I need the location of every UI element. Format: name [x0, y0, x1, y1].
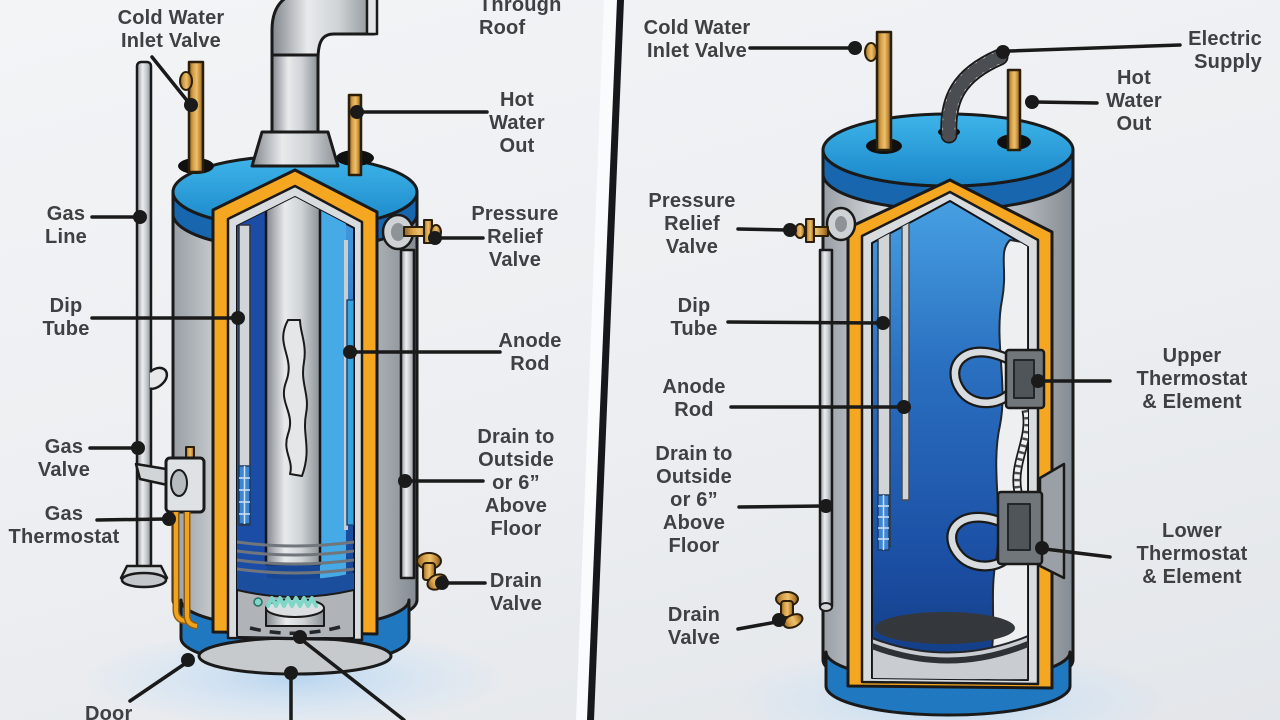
leader-dot	[1035, 541, 1049, 555]
leader-line	[737, 504, 825, 509]
leader-dot	[848, 41, 862, 55]
leader-dot	[435, 576, 449, 590]
gas-water-heater-illustration	[83, 0, 507, 720]
leader-dot	[284, 666, 298, 680]
discharge-pipe	[399, 248, 416, 580]
gas-line-pipe	[119, 60, 169, 589]
thermostat-wire	[1014, 409, 1028, 493]
leader-line	[150, 55, 191, 105]
leader-lines-layer	[88, 41, 1182, 720]
pressure-relief-valve	[794, 206, 857, 243]
lower-thermostat	[996, 490, 1044, 566]
leader-dot	[184, 98, 198, 112]
drain-valve	[775, 591, 804, 629]
panel-divider	[587, 0, 624, 720]
cold-water-pipe	[187, 60, 205, 174]
leader-dot	[181, 653, 195, 667]
flue-baffle	[282, 319, 308, 477]
electric-water-heater-illustration	[732, 30, 1168, 720]
cold-water-pipe	[875, 30, 893, 152]
leader-dot	[293, 630, 307, 644]
leader-dot	[819, 499, 833, 513]
label-door: Door	[85, 703, 133, 720]
gas-thermostat-tube	[185, 512, 198, 628]
leader-line	[1033, 100, 1099, 105]
leader-dot	[996, 45, 1010, 59]
leader-line	[300, 638, 406, 720]
leader-dot	[876, 316, 890, 330]
burner-flame	[266, 596, 318, 608]
draft-hood	[250, 130, 340, 168]
cold-water-valve-knob	[179, 71, 193, 91]
leader-line	[95, 517, 168, 522]
leader-dot	[162, 512, 176, 526]
panel-divider-highlight	[576, 0, 617, 720]
leader-line	[726, 320, 882, 325]
leader-dot	[1025, 95, 1039, 109]
cold-water-valve-knob	[864, 42, 878, 62]
leader-dot	[1031, 374, 1045, 388]
leader-dot	[428, 231, 442, 245]
anode-rod	[346, 299, 354, 526]
lower-heating-element	[948, 513, 1014, 570]
pipe-bracket	[149, 366, 169, 390]
leader-line	[128, 661, 188, 703]
leader-dot	[131, 441, 145, 455]
heat-fins	[237, 540, 354, 575]
upper-thermostat	[1004, 348, 1046, 410]
vent-pipe	[250, 0, 379, 168]
electric-supply-cable	[940, 48, 1009, 144]
pressure-relief-valve	[381, 213, 442, 251]
leader-line	[1008, 43, 1182, 53]
leader-dot	[897, 400, 911, 414]
discharge-pipe	[818, 248, 834, 608]
dip-tube	[238, 224, 251, 526]
leader-line	[1043, 547, 1112, 559]
leader-dot	[231, 311, 245, 325]
leader-dot	[350, 105, 364, 119]
leader-dot	[783, 223, 797, 237]
anode-rod	[901, 207, 910, 501]
leader-dot	[343, 345, 357, 359]
leader-dot	[133, 210, 147, 224]
upper-heating-element	[951, 348, 1016, 407]
gas-valve-assembly	[134, 446, 206, 630]
leader-line	[736, 227, 789, 232]
leader-dot	[772, 613, 786, 627]
hot-water-pipe	[1006, 68, 1022, 152]
leader-dot	[398, 474, 412, 488]
